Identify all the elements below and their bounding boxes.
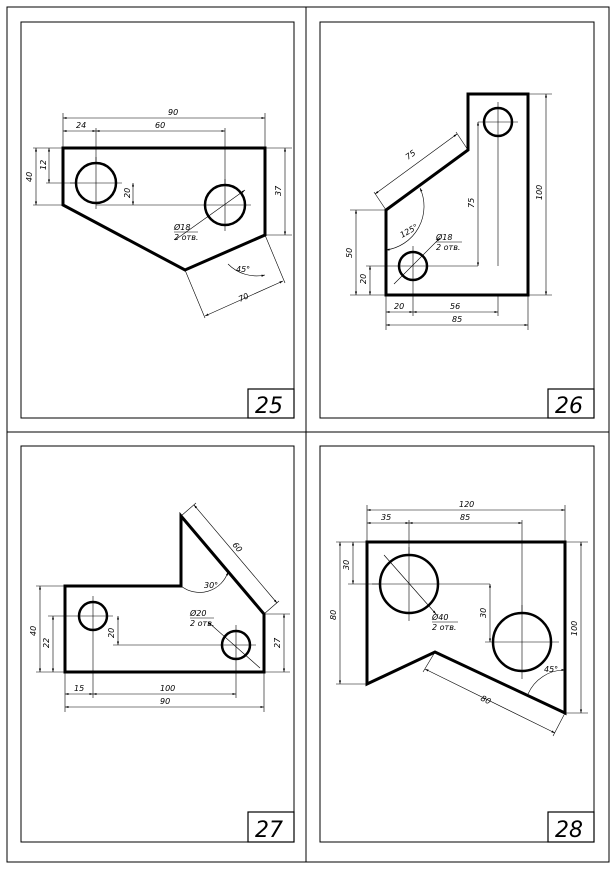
dim-hole-vertical-offset: 20: [123, 188, 132, 198]
drawing-number: 28: [555, 818, 583, 843]
dimension-lines: [33, 113, 292, 319]
drawing-frame: [319, 445, 595, 843]
part-outline: [365, 540, 567, 716]
part-outline: [384, 92, 530, 297]
title-cell: [247, 811, 295, 843]
hole-count: 2 отв.: [432, 623, 456, 632]
dim-overall-width: 120: [459, 500, 474, 509]
dim-height-left: 40: [25, 172, 34, 182]
drawing-27: 27 60 30° 40: [20, 445, 295, 843]
drawing-26: 26 75 125°: [319, 21, 595, 419]
dim-left-offset: 24: [76, 121, 86, 130]
dim-hole-vertical-offset: 30: [479, 608, 488, 618]
sheet-frame: [6, 6, 610, 863]
dim-hole-top-offset: 30: [342, 560, 351, 570]
dim-overall-width: 90: [160, 697, 170, 706]
dim-angle: 45°: [236, 265, 250, 274]
dim-height-right: 100: [570, 621, 579, 636]
dim-height-right: 27: [273, 637, 282, 648]
dim-height-right: 37: [274, 185, 283, 196]
dim-hole-left-offset: 20: [394, 302, 404, 311]
drawing-28: 28 120 35 85: [319, 445, 595, 843]
center-lines: [372, 547, 559, 679]
dim-angle: 45°: [544, 665, 558, 674]
dim-hole-bottom-offset: 20: [359, 274, 368, 284]
part-outline: [61, 146, 267, 272]
hole-spec: Ø40: [431, 612, 448, 622]
hole-spec: Ø18: [173, 222, 190, 232]
dim-overall-width: 90: [168, 108, 178, 117]
center-lines: [70, 157, 251, 231]
dim-hole-spacing: 85: [460, 513, 470, 522]
hole-count: 2 отв.: [190, 619, 214, 628]
center-lines: [73, 596, 256, 665]
title-cell: [547, 388, 595, 419]
dim-hole-top-offset: 12: [39, 160, 48, 170]
hole-count: 2 отв.: [436, 243, 460, 252]
dim-height-left: 80: [329, 610, 338, 620]
dim-height-left: 50: [345, 248, 354, 258]
dim-left-offset: 35: [381, 513, 391, 522]
dim-hole-spacing: 56: [450, 302, 460, 311]
dim-hole-vertical-offset: 20: [107, 628, 116, 638]
drawing-number: 27: [255, 818, 283, 843]
drawing-frame: [20, 21, 295, 419]
dim-hole-spacing: 100: [160, 684, 175, 693]
dimension-lines: [350, 93, 552, 330]
drawing-frame: [20, 445, 295, 843]
dimension-lines: [336, 505, 588, 737]
drawing-number: 25: [255, 394, 283, 419]
hole-spec: Ø18: [435, 232, 452, 242]
title-cell: [247, 388, 295, 419]
dim-hole-spacing: 60: [155, 121, 165, 130]
part-outline: [63, 511, 266, 674]
dim-angle: 30°: [204, 581, 218, 590]
title-cell: [547, 811, 595, 843]
dim-hole-top-offset: 22: [42, 638, 51, 648]
dim-slant-length: 60: [230, 541, 243, 555]
dim-height-total: 100: [535, 185, 544, 200]
dimension-lines: [36, 502, 290, 712]
dim-height-left: 40: [29, 626, 38, 636]
dim-slant-length: 70: [237, 291, 250, 303]
drawing-frame: [319, 21, 595, 419]
dim-slant-length: 75: [404, 148, 418, 161]
dim-hole-vertical: 75: [467, 198, 476, 208]
hole-count: 2 отв.: [174, 233, 198, 242]
hole-spec: Ø20: [189, 608, 206, 618]
dim-angle: 125°: [399, 222, 420, 239]
dim-overall-width: 85: [452, 315, 462, 324]
dim-left-offset: 15: [74, 684, 84, 693]
drawing-number: 26: [555, 394, 583, 419]
dim-slant-length: 80: [479, 694, 492, 707]
drawing-25: 25 90 24 60 4: [20, 21, 295, 419]
center-lines: [393, 102, 518, 286]
